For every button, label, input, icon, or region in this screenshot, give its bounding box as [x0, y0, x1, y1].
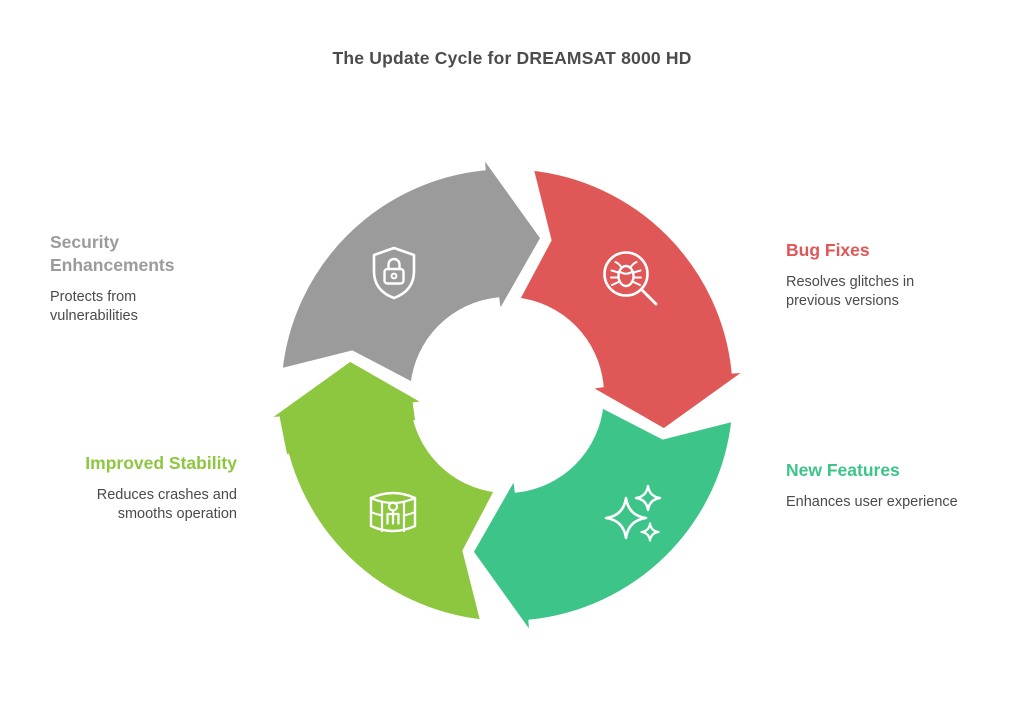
shield-lock-icon: [372, 246, 416, 300]
improved-stability-description: Reduces crashes and smooths operation: [96, 487, 237, 522]
bug-fixes-arc: [513, 165, 758, 434]
diagram-title: The Update Cycle for DREAMSAT 8000 HD: [332, 48, 692, 68]
new-features-label-block: New Features Enhances user experience: [786, 459, 996, 512]
panorama-person-icon: [369, 491, 417, 533]
improved-stability-label-block: Improved Stability Reduces crashes and s…: [17, 452, 237, 524]
bug-fixes-description: Resolves glitches in previous versions: [786, 274, 915, 309]
bug-fixes-label-block: Bug Fixes Resolves glitches in previous …: [786, 239, 976, 311]
security-enhancements-label-block: Security Enhancements Protects from vuln…: [50, 231, 220, 326]
improved-stability-arrowhead-outline: [256, 356, 435, 424]
sparkles-icon: [604, 484, 662, 542]
security-enhancements-description: Protects from vulnerabilities: [50, 289, 138, 325]
new-features-arc: [468, 401, 737, 646]
new-features-description: Enhances user experience: [786, 494, 958, 511]
bug-fixes-heading: Bug Fixes: [786, 240, 870, 260]
improved-stability-arrowhead: [265, 359, 427, 454]
bug-magnifier-icon: [603, 251, 658, 306]
new-features-heading: New Features: [786, 460, 900, 480]
security-enhancements-arc: [277, 144, 546, 389]
improved-stability-heading: Improved Stability: [85, 453, 237, 473]
security-enhancements-heading: Security Enhancements: [50, 232, 175, 276]
